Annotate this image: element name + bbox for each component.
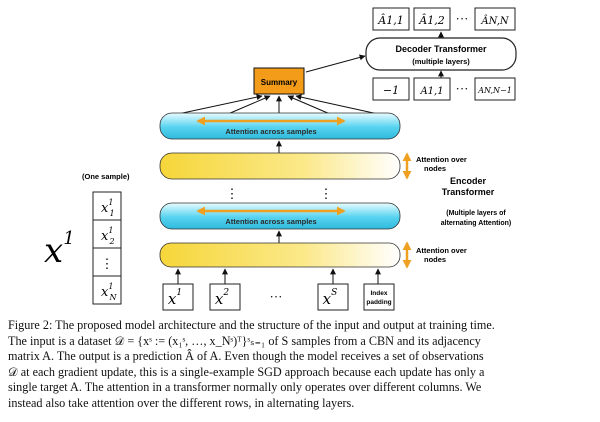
layer-vdots-right: ⋮ <box>320 186 333 201</box>
input-row: x1 x2 ··· xS Index padding <box>162 283 395 311</box>
attention-samples-bar-bottom: Attention across samples <box>159 202 401 230</box>
caption-line-6: instead also take attention over the dif… <box>8 395 355 410</box>
input-ellipsis: ··· <box>270 289 283 304</box>
output-bottom-2: A1,1 <box>419 86 443 97</box>
sample-cell-vdots: ⋮ <box>101 256 114 271</box>
output-bottom-1: −1 <box>383 84 399 97</box>
index-padding-label-2: padding <box>366 299 391 306</box>
big-x-symbol: x1 <box>44 228 75 271</box>
encoder-subtitle-1: (Multiple layers of <box>446 210 506 217</box>
input-x2: x2 <box>215 288 229 308</box>
output-top-2: Â1,2 <box>418 13 444 27</box>
attention-nodes-label-top-1: Attention over <box>416 155 467 164</box>
figure-caption: Figure 2: The proposed model architectur… <box>8 318 592 412</box>
attention-nodes-bar-bottom <box>159 242 401 268</box>
input-x1: x1 <box>168 288 182 308</box>
one-sample-label: (One sample) <box>82 172 130 181</box>
decoder-transformer: Decoder Transformer (multiple layers) <box>365 37 517 71</box>
summary-box: Summary <box>253 67 305 95</box>
caption-line-4: 𝒟 at each gradient update, this is a sin… <box>8 364 485 379</box>
encoder-title-2: Transformer <box>442 187 495 197</box>
decoder-subtitle: (multiple layers) <box>412 57 470 66</box>
attention-nodes-label-bottom-2: nodes <box>424 255 446 264</box>
caption-line-1: Figure 2: The proposed model architectur… <box>8 318 495 332</box>
output-target-row: −1 A1,1 ··· AN,N−1 <box>372 77 516 101</box>
output-top-1: Â1,1 <box>377 13 403 27</box>
encoder-title-1: Encoder <box>450 176 487 186</box>
caption-line-2: The input is a dataset 𝒟 = {xˢ := (x₁ˢ, … <box>8 333 481 348</box>
output-bottom-ellipsis: ··· <box>456 81 469 96</box>
attention-samples-bar-top: Attention across samples <box>159 112 401 140</box>
attention-nodes-bar-top <box>159 152 401 180</box>
output-bottom-3: AN,N−1 <box>477 86 512 95</box>
decoder-title: Decoder Transformer <box>395 44 487 54</box>
caption-line-3: matrix A. The output is a prediction Â o… <box>8 349 484 364</box>
attention-samples-label-top: Attention across samples <box>225 127 316 136</box>
attention-nodes-label-top-2: nodes <box>424 164 446 173</box>
encoder-subtitle-2: alternating Attention) <box>441 220 512 227</box>
layer-vdots-left: ⋮ <box>226 186 239 201</box>
input-xS: xS <box>323 288 338 308</box>
attention-nodes-label-bottom-1: Attention over <box>416 246 467 255</box>
index-padding-label-1: Index <box>371 290 388 297</box>
summary-label: Summary <box>261 78 298 87</box>
output-top-3: ÂN,N <box>480 15 510 27</box>
architecture-diagram: Â1,1 Â1,2 ··· ÂN,N Decoder Transformer (… <box>44 7 517 311</box>
output-predicted-row: Â1,1 Â1,2 ··· ÂN,N <box>372 7 516 31</box>
attention-samples-label-bottom: Attention across samples <box>225 217 316 226</box>
output-top-ellipsis: ··· <box>456 11 469 26</box>
caption-line-5: single target A. The attention in a tran… <box>8 380 482 395</box>
